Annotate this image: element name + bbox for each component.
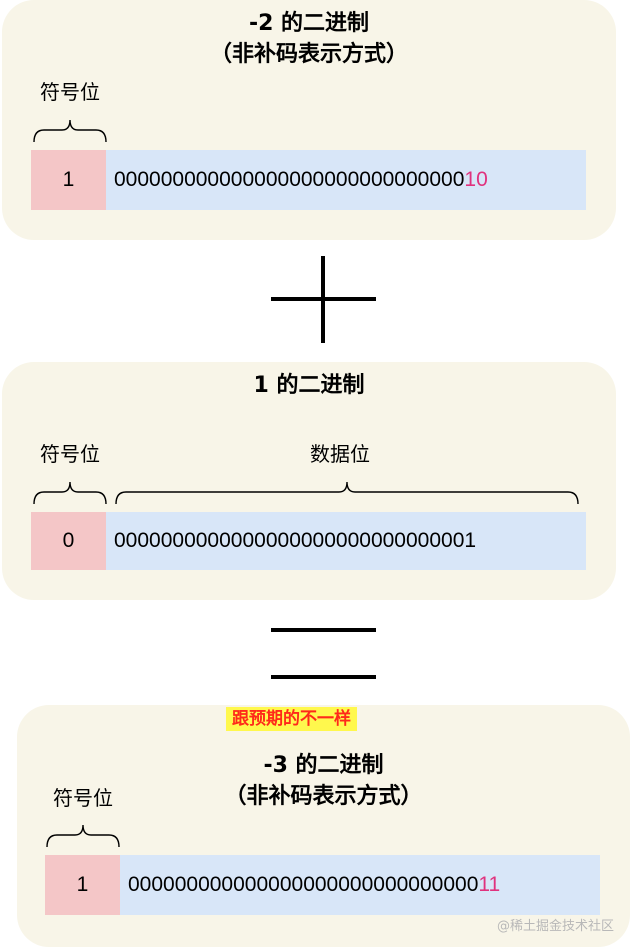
- data-bits-highlight: 11: [478, 873, 501, 896]
- sign-bit-cell: 1: [45, 855, 120, 915]
- panel-title: -3 的二进制 （非补码表示方式）: [224, 753, 423, 809]
- panel-minus-two: -2 的二进制 （非补码表示方式） 符号位 1 0000000000000000…: [2, 0, 616, 240]
- sign-bit-cell: 0: [31, 512, 106, 570]
- sign-bit-label: 符号位: [53, 786, 113, 810]
- panel-one: 1 的二进制 符号位 数据位 0 00000000000000000000000…: [2, 362, 616, 600]
- sign-bit-label: 符号位: [40, 80, 100, 104]
- unexpected-result-note: 跟预期的不一样: [226, 707, 357, 731]
- sign-bit-brace: [33, 481, 107, 505]
- data-bits-brace: [115, 481, 579, 505]
- data-bits-value: 0000000000000000000000000000001: [114, 529, 477, 552]
- watermark: @稀土掘金技术社区: [496, 919, 614, 934]
- data-bits-cell: 0000000000000000000000000000001: [106, 512, 586, 570]
- sign-bit-brace: [33, 119, 107, 143]
- sign-bit-brace: [46, 824, 120, 848]
- data-bits-prefix: 000000000000000000000000000000: [114, 168, 465, 191]
- data-bits-prefix: 000000000000000000000000000000: [128, 873, 479, 896]
- panel-title: 1 的二进制: [253, 373, 365, 398]
- sign-bit-cell: 1: [31, 150, 106, 210]
- panel-title: -2 的二进制 （非补码表示方式）: [209, 11, 408, 67]
- data-bits-highlight: 10: [464, 168, 488, 191]
- panel-minus-three: -3 的二进制 （非补码表示方式） 符号位 1 0000000000000000…: [17, 705, 630, 947]
- data-bits-label: 数据位: [310, 442, 370, 466]
- sign-bit-label: 符号位: [40, 442, 100, 466]
